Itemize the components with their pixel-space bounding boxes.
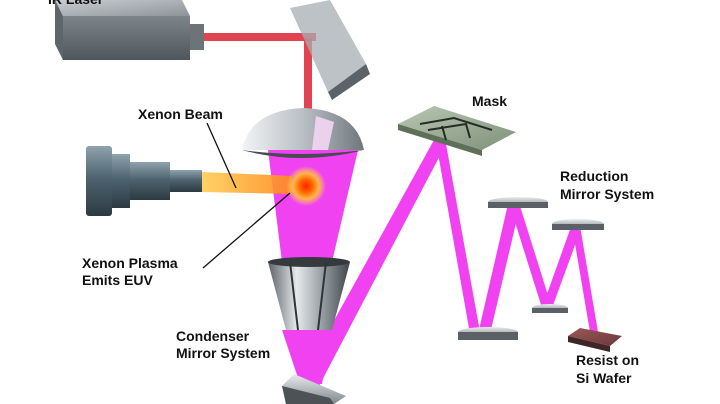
collector-dome (242, 108, 364, 158)
label-emits-euv: Emits EUV (82, 272, 153, 288)
reduction-mirror-lower-left (458, 327, 518, 340)
label-xenon-plasma: Xenon Plasma (82, 255, 178, 271)
reduction-mirror-upper-right (552, 219, 604, 230)
xenon-plasma (286, 166, 326, 206)
condenser-fold-mirror (282, 374, 346, 404)
xenon-nozzle (86, 146, 202, 216)
xenon-gas-beam (202, 172, 292, 194)
ir-fold-mirror (290, 0, 370, 100)
label-condenser: Condenser (176, 328, 250, 344)
label-ir-laser: IR Laser (48, 0, 103, 8)
ir-laser-beam (204, 33, 316, 150)
reduction-mirror-upper-left (488, 197, 548, 208)
ir-laser-housing (55, 0, 204, 60)
leader-lines (202, 122, 291, 269)
label-si-wafer: Si Wafer (576, 370, 632, 386)
label-resist-on: Resist on (576, 352, 640, 368)
reduction-mirror-lower-small (532, 304, 568, 313)
label-reduction: Reduction (560, 168, 629, 184)
label-reduction-mirror-system: Mirror System (560, 186, 655, 202)
label-condenser-mirror-system: Mirror System (176, 345, 271, 361)
mask (398, 106, 516, 156)
resist-wafer (568, 328, 622, 352)
condenser-mirror (268, 257, 350, 331)
label-mask: Mask (472, 93, 508, 109)
label-xenon-beam: Xenon Beam (138, 106, 223, 122)
